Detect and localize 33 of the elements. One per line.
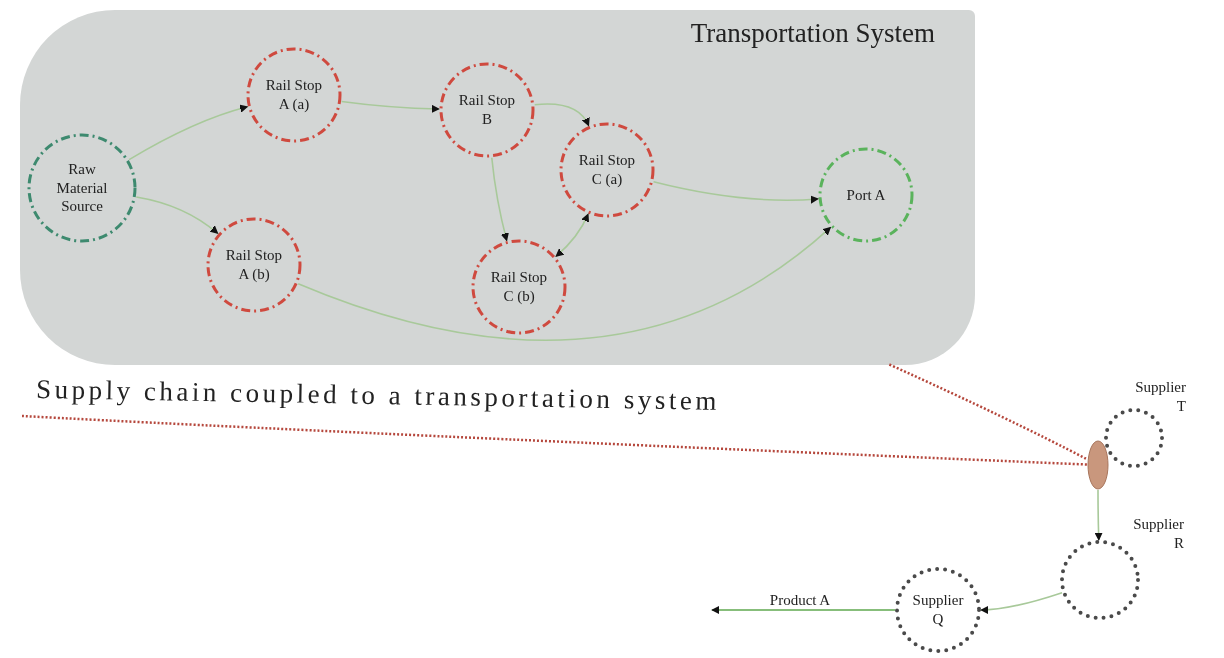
station-circle — [559, 122, 655, 218]
station-circle — [246, 47, 342, 143]
arrow — [135, 196, 219, 235]
node-label: Rail Stop C (b) — [489, 268, 549, 306]
station-circle — [439, 62, 535, 158]
coupling-line — [21, 414, 1088, 466]
node-label: Raw Material Source — [55, 159, 109, 217]
transportation-band — [20, 10, 975, 365]
coupling-line — [888, 363, 1088, 461]
node-label: Rail Stop A (b) — [224, 246, 284, 284]
arrow — [555, 213, 590, 258]
supplier-circle — [893, 565, 983, 655]
arrow — [711, 603, 896, 617]
node-label: Transportation System — [690, 20, 935, 47]
node-label: Rail Stop B — [457, 91, 517, 129]
arrow — [533, 103, 590, 127]
arrow — [128, 103, 249, 161]
node-label: Rail Stop C (a) — [577, 151, 637, 189]
node-label: Supplier T — [1134, 378, 1186, 416]
station-circle — [27, 133, 137, 243]
node-label: Rail Stop A (a) — [264, 76, 324, 114]
node-label: Supplier R — [1132, 515, 1184, 553]
station-circle — [471, 239, 567, 335]
node-label: Supplier Q — [911, 591, 965, 629]
coupling-ellipse — [1087, 440, 1109, 490]
arrow — [1092, 489, 1105, 541]
arrow — [297, 226, 832, 341]
node-label: Port A — [845, 185, 887, 205]
station-circle — [206, 217, 302, 313]
arrow — [980, 591, 1063, 617]
port-circle — [818, 147, 914, 243]
arrow — [490, 156, 510, 242]
curved-caption: Supply chain coupled to a transportation system — [35, 376, 721, 415]
